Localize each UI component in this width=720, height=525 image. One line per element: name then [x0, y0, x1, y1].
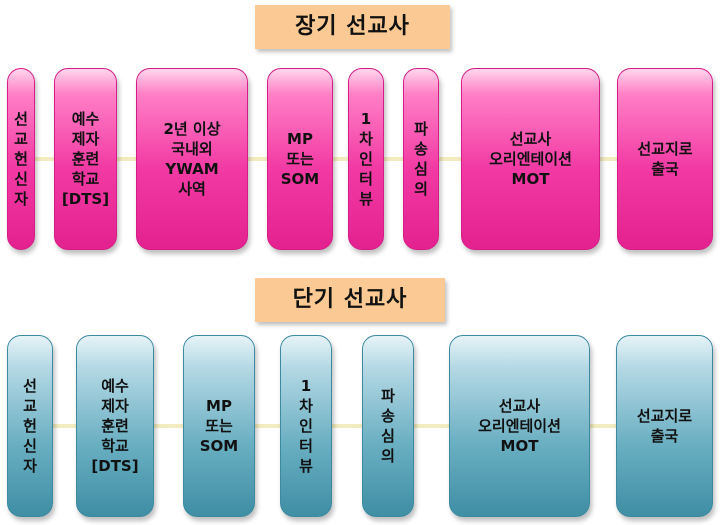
- long-term-step-2: 예수 제자 훈련 학교 [DTS]: [54, 68, 117, 250]
- short-term-step-7: 선교지로 출국: [616, 335, 713, 517]
- long-term-step-4: MP 또는 SOM: [267, 68, 333, 250]
- long-term-step-6: 파 송 심 의: [403, 68, 439, 250]
- short-term-step-4: 1 차 인 터 뷰: [280, 335, 332, 517]
- long-term-title: 장기 선교사: [255, 5, 450, 49]
- short-term-connector-line: [20, 424, 700, 428]
- long-term-step-1: 선 교 헌 신 자: [7, 68, 35, 250]
- short-term-title: 단기 선교사: [255, 278, 445, 322]
- short-term-step-2: 예수 제자 훈련 학교 [DTS]: [76, 335, 154, 517]
- long-term-step-5: 1 차 인 터 뷰: [348, 68, 384, 250]
- long-term-step-3: 2년 이상 국내외 YWAM 사역: [136, 68, 248, 250]
- short-term-step-5: 파 송 심 의: [362, 335, 414, 517]
- long-term-step-7: 선교사 오리엔테이션 MOT: [461, 68, 600, 250]
- short-term-step-1: 선 교 헌 신 자: [7, 335, 53, 517]
- long-term-step-8: 선교지로 출국: [617, 68, 713, 250]
- short-term-step-3: MP 또는 SOM: [183, 335, 255, 517]
- short-term-step-6: 선교사 오리엔테이션 MOT: [449, 335, 590, 517]
